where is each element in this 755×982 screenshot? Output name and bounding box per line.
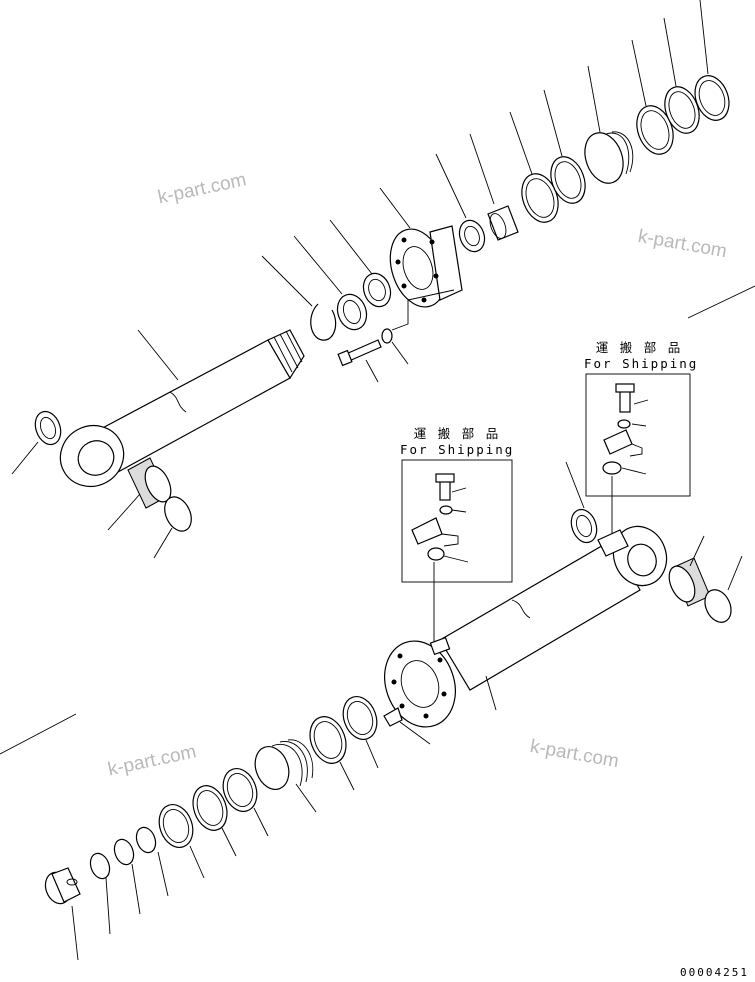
shipping-box-middle-label: 運 搬 部 品 For Shipping [400,426,514,458]
bracket-line-bottom [0,713,77,755]
leader-lines-middle [399,461,743,745]
shipping-box-middle-jp-label: 運 搬 部 品 [413,426,501,441]
buffer-seal [336,293,368,331]
bottom-seal-kit [44,696,378,905]
shipping-box-top-jp-label: 運 搬 部 品 [595,340,683,355]
drawing-code: 00004251 [680,966,749,979]
rod-eye-bushing [127,457,192,532]
leader-lines-top [11,0,709,559]
piston [584,131,634,184]
shipping-box-top-en-label: For Shipping [584,356,699,371]
piston-rod [59,329,305,488]
grease-fitting [383,707,403,727]
piston-rings [521,156,586,223]
washer [381,328,393,344]
wear-rings [636,75,730,155]
shipping-box-middle [401,459,513,650]
shipping-box-top [585,373,691,540]
head-o-ring [458,219,486,253]
cylinder-tube [384,525,668,728]
leader-lines-bottom [71,739,379,961]
shipping-box-middle-en-label: For Shipping [400,442,515,457]
tube-bushing [668,557,732,623]
tube-dust-seal [570,508,598,544]
bracket-line-top [687,285,755,319]
snap-ring [310,303,337,341]
rod-eye-dust-seal [34,410,62,446]
cylinder-head [389,225,463,308]
bolt [337,339,382,367]
head-bushing [487,205,519,241]
shipping-box-top-label: 運 搬 部 品 For Shipping [584,340,699,372]
rod-packing [362,272,392,308]
